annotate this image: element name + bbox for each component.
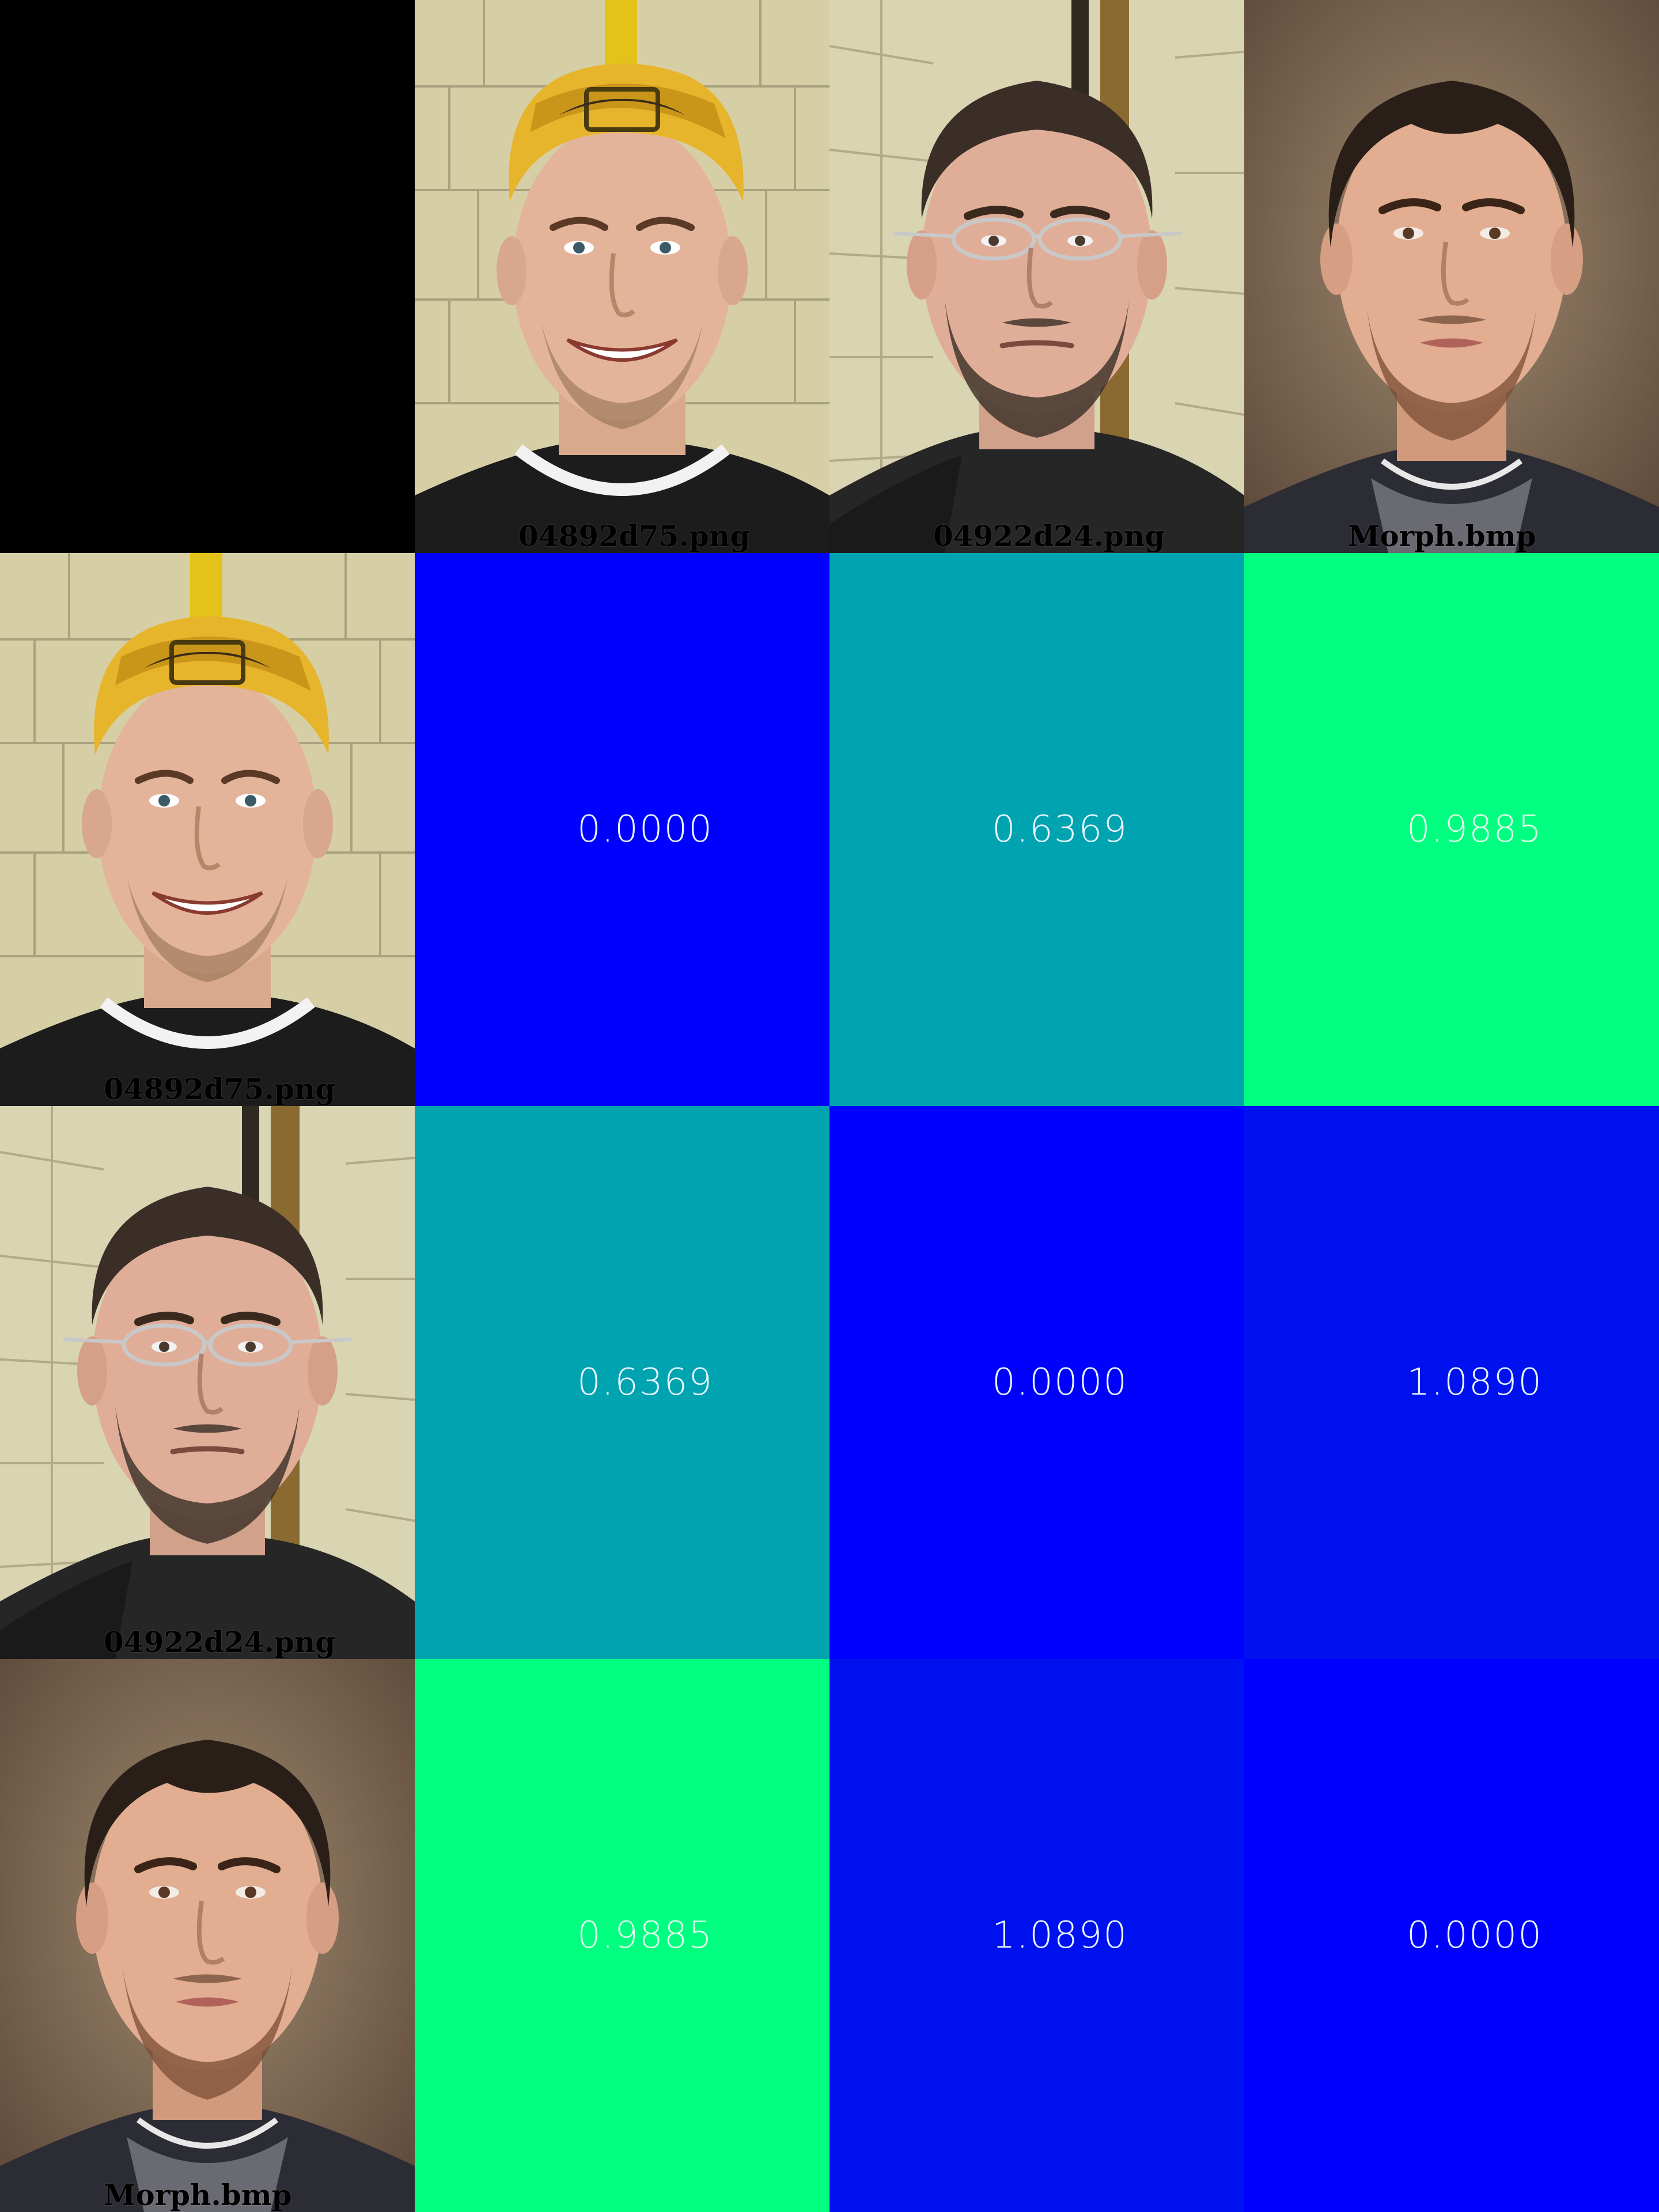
row-header-photo-c: Morph.bmp [0,1659,415,2212]
distance-cell-r3-c2: 1.0890 [830,1659,1244,2212]
column-header-caption-b: 04922d24.png [933,519,1165,553]
distance-value: 0.9885 [1407,808,1543,851]
distance-cell-r2-c2: 0.0000 [830,1106,1244,1659]
distance-cell-r2-c1: 0.6369 [415,1106,830,1659]
column-header-photo-c: Morph.bmp [1244,0,1659,553]
distance-value: 0.0000 [577,808,713,851]
face-photo-brown-background-icon [0,1659,415,2212]
distance-value: 1.0890 [1407,1361,1543,1404]
distance-value: 0.6369 [992,808,1128,851]
row-header-caption-b: 04922d24.png [104,1625,336,1659]
face-photo-glasses-icon [0,1106,415,1659]
distance-cell-r1-c3: 0.9885 [1244,553,1659,1106]
distance-value: 1.0890 [992,1914,1128,1957]
row-header-caption-c: Morph.bmp [104,2178,292,2212]
face-photo-glasses-icon [830,0,1244,553]
distance-value: 0.6369 [577,1361,713,1404]
distance-cell-r1-c1: 0.0000 [415,553,830,1106]
distance-value: 0.0000 [1407,1914,1543,1957]
row-header-photo-a: 04892d75.png [0,553,415,1106]
column-header-caption-a: 04892d75.png [518,519,751,553]
distance-cell-r1-c2: 0.6369 [830,553,1244,1106]
face-photo-brown-background-icon [1244,0,1659,553]
distance-cell-r2-c3: 1.0890 [1244,1106,1659,1659]
row-header-photo-b: 04922d24.png [0,1106,415,1659]
distance-cell-r3-c3: 0.0000 [1244,1659,1659,2212]
face-photo-yellow-cap-icon [415,0,830,553]
row-header-caption-a: 04892d75.png [104,1072,336,1106]
distance-value: 0.9885 [577,1914,713,1957]
column-header-caption-c: Morph.bmp [1348,519,1536,553]
matrix-corner [0,0,415,553]
distance-cell-r3-c1: 0.9885 [415,1659,830,2212]
column-header-photo-a: 04892d75.png [415,0,830,553]
distance-value: 0.0000 [992,1361,1128,1404]
column-header-photo-b: 04922d24.png [830,0,1244,553]
face-photo-yellow-cap-icon [0,553,415,1106]
